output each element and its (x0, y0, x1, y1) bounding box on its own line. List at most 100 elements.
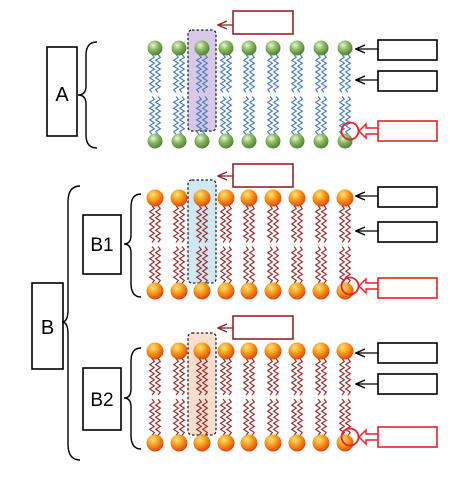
upper-tail (225, 205, 233, 243)
lipid-head-upper (288, 189, 306, 207)
upper-tail (338, 205, 346, 243)
lower-tail (314, 246, 322, 284)
lower-tail (338, 246, 346, 284)
lipid-head-lower (170, 434, 188, 452)
label-b: B (41, 317, 54, 339)
lower-tail (172, 96, 180, 135)
upper-tail (172, 358, 180, 396)
upper-tail (219, 205, 227, 243)
lower-tail (225, 398, 233, 436)
upper-tail (201, 358, 209, 396)
lipid-head-upper (193, 342, 211, 360)
lipid-head-upper (312, 189, 330, 207)
upper-tail (225, 54, 233, 93)
upper-tail (320, 358, 328, 396)
lipid-head-upper (241, 40, 257, 56)
upper-tail (248, 54, 256, 93)
lower-tail (338, 398, 346, 436)
upper-tail (344, 54, 352, 93)
upper-tail (219, 358, 227, 396)
callout-box-right (377, 70, 438, 92)
membrane-b1 (146, 179, 354, 300)
lipid-head-lower (312, 434, 330, 452)
lower-tail (172, 398, 180, 436)
brace-b (61, 185, 81, 461)
lipid-head-upper (170, 189, 188, 207)
lipid-head-upper (171, 40, 187, 56)
lipid-head-lower (218, 133, 234, 149)
lipid-head-upper (193, 189, 211, 207)
lipid-head-lower (170, 282, 188, 300)
brace-a (77, 41, 98, 149)
callout-arrow-red (358, 428, 378, 446)
upper-tail (148, 358, 156, 396)
label-group-a: A (46, 41, 98, 149)
label-group-b1: B1 (82, 193, 142, 298)
lower-tail (266, 96, 274, 135)
label-b1: B1 (90, 235, 113, 256)
lower-tail (320, 398, 328, 436)
lower-tail (178, 398, 186, 436)
lower-tail (201, 398, 209, 436)
callout-box-top (232, 163, 294, 188)
lower-tail (219, 96, 227, 135)
lower-tail (219, 398, 227, 436)
lipid-head-lower (147, 133, 163, 149)
upper-tail (272, 358, 280, 396)
label-box-a (46, 46, 78, 137)
lower-tail (272, 246, 280, 284)
callout-box-top (232, 315, 294, 340)
label-group-b: B (31, 185, 81, 461)
callout-box-top (232, 10, 294, 35)
upper-tail (195, 54, 203, 93)
upper-tail (154, 205, 162, 243)
lower-tail (296, 96, 304, 135)
lower-tail (148, 398, 156, 436)
lipid-head-lower (288, 282, 306, 300)
upper-tail (242, 358, 250, 396)
lower-tail (195, 96, 203, 135)
callout-arrow-red (358, 122, 378, 140)
upper-tail (296, 358, 304, 396)
label-box-b2 (82, 367, 122, 431)
lipid-head-upper (337, 40, 353, 56)
lower-tail (248, 246, 256, 284)
upper-tail (266, 358, 274, 396)
lower-tail (248, 96, 256, 135)
upper-tail (201, 205, 209, 243)
lipid-head-lower (313, 133, 329, 149)
upper-tail (178, 205, 186, 243)
callout-arrow-red (358, 277, 378, 295)
lipid-head-lower (240, 282, 258, 300)
upper-tail (272, 54, 280, 93)
lipid-head-lower (240, 434, 258, 452)
lipid-head-upper (336, 342, 354, 360)
lipid-head-lower (336, 282, 354, 300)
highlight-circle-red (340, 276, 360, 296)
upper-tail (178, 358, 186, 396)
lower-tail (172, 246, 180, 284)
callout-box-right (377, 373, 438, 395)
upper-tail (314, 205, 322, 243)
lower-tail (148, 246, 156, 284)
lower-tail (219, 246, 227, 284)
lower-tail (320, 96, 328, 135)
lower-tail (178, 246, 186, 284)
lipid-head-upper (265, 40, 281, 56)
lipid-head-upper (240, 342, 258, 360)
label-group-b2: B2 (82, 347, 142, 450)
lipid-head-lower (288, 434, 306, 452)
label-box-b1 (82, 214, 122, 275)
lower-tail (272, 398, 280, 436)
lower-tail (242, 96, 250, 135)
lower-tail (290, 398, 298, 436)
upper-tail (290, 358, 298, 396)
lower-tail (195, 398, 203, 436)
lipid-head-upper (312, 342, 330, 360)
lower-tail (201, 96, 209, 135)
lipid-head-upper (218, 40, 234, 56)
lower-tail (344, 96, 352, 135)
label-box-b (31, 282, 64, 370)
lower-tail (266, 398, 274, 436)
